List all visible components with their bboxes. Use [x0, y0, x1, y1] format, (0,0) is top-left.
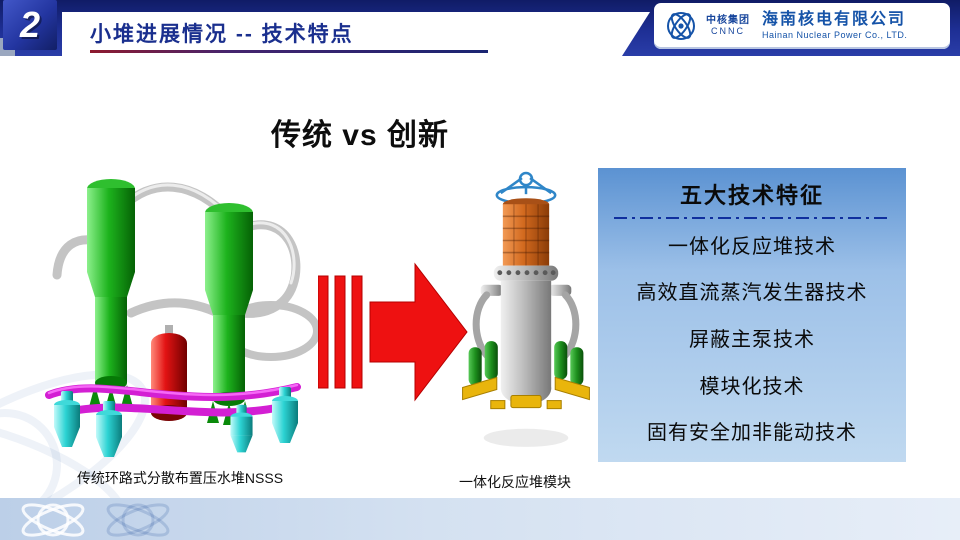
left-caption: 传统环路式分散布置压水堆NSSS — [76, 470, 284, 486]
tech-panel: 五大技术特征 一体化反应堆技术 高效直流蒸汽发生器技术 屏蔽主泵技术 模块化技术… — [598, 168, 906, 462]
tech-panel-items: 一体化反应堆技术 高效直流蒸汽发生器技术 屏蔽主泵技术 模块化技术 固有安全加非… — [610, 221, 894, 454]
company-name-block: 海南核电有限公司 Hainan Nuclear Power Co., LTD. — [762, 10, 907, 41]
title-underline — [90, 50, 488, 53]
brand-name-en: CNNC — [711, 25, 745, 36]
company-name-en: Hainan Nuclear Power Co., LTD. — [762, 30, 908, 41]
slide-number: 2 — [19, 4, 41, 45]
tech-panel-item: 高效直流蒸汽发生器技术 — [636, 282, 868, 305]
company-name-cn: 海南核电有限公司 — [762, 11, 907, 29]
header-title-plate: 小堆进展情况 -- 技术特点 — [62, 12, 650, 56]
transition-arrow-icon — [318, 262, 468, 402]
footer-band — [0, 498, 960, 540]
section-heading: 传统 vs 创新 — [270, 119, 450, 152]
page-title: 小堆进展情况 -- 技术特点 — [90, 23, 354, 46]
brand-name-block: 中核集团 CNNC — [706, 16, 750, 36]
tech-panel-item: 固有安全加非能动技术 — [647, 422, 857, 445]
right-caption: 一体化反应堆模块 — [459, 474, 571, 490]
cnnc-emblem-icon — [667, 12, 695, 40]
traditional-nsss-illustration — [45, 179, 321, 457]
tech-panel-item: 屏蔽主泵技术 — [689, 328, 815, 351]
logo-panel: 中核集团 CNNC 海南核电有限公司 Hainan Nuclear Power … — [654, 3, 950, 49]
brand-name-cn: 中核集团 — [706, 15, 750, 27]
slide-number-badge: 2 — [3, 0, 57, 50]
tech-panel-title: 五大技术特征 — [679, 183, 824, 208]
integrated-reactor-illustration — [462, 171, 590, 447]
dash-divider — [614, 217, 890, 219]
footer-watermark-icon — [21, 503, 170, 537]
tech-panel-item: 一体化反应堆技术 — [668, 235, 836, 258]
tech-panel-item: 模块化技术 — [699, 375, 805, 398]
